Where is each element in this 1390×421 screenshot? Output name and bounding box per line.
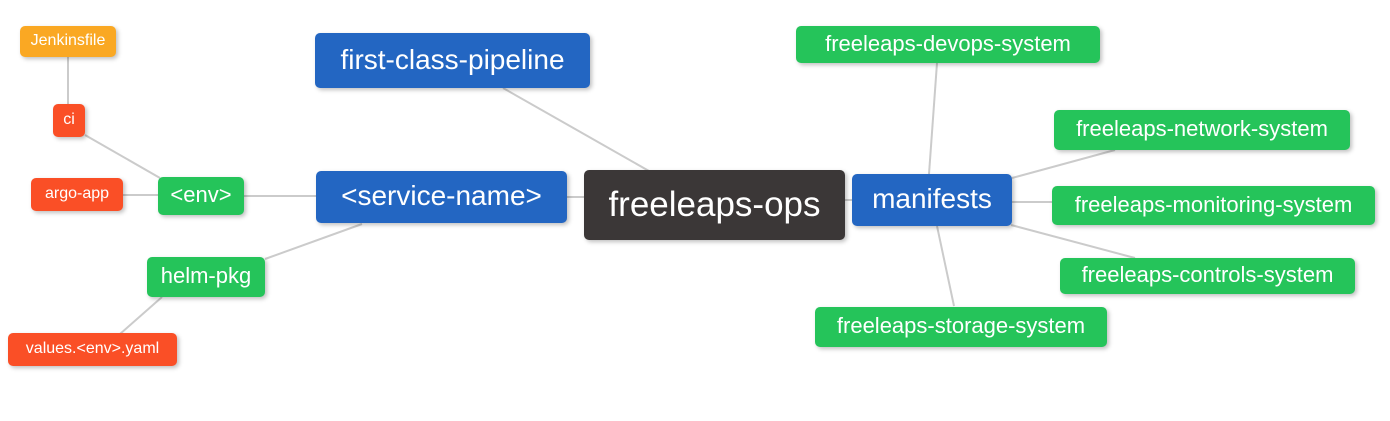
node-label: Jenkinsfile xyxy=(30,31,106,49)
node-label: freeleaps-devops-system xyxy=(825,30,1071,56)
node-helm-pkg[interactable]: helm-pkg xyxy=(147,257,265,297)
node-label: freeleaps-network-system xyxy=(1076,116,1328,141)
node-label: ci xyxy=(63,110,75,128)
node-manifests[interactable]: manifests xyxy=(852,174,1012,226)
node-freeleaps-storage-system[interactable]: freeleaps-storage-system xyxy=(815,307,1107,347)
node-argo-app[interactable]: argo-app xyxy=(31,178,123,211)
node-label: values.<env>.yaml xyxy=(25,339,160,357)
node-freeleaps-monitoring-system[interactable]: freeleaps-monitoring-system xyxy=(1052,186,1375,225)
node-label: freeleaps-storage-system xyxy=(836,313,1086,338)
node-freeleaps-controls-system[interactable]: freeleaps-controls-system xyxy=(1060,258,1355,294)
node-label: freeleaps-monitoring-system xyxy=(1074,191,1353,217)
node-label: freeleaps-ops xyxy=(608,184,821,224)
edge-helm-pkg-to-service-name xyxy=(264,223,363,260)
edge-manifests-to-freeleaps-controls-system xyxy=(1010,224,1136,259)
node-freeleaps-devops-system[interactable]: freeleaps-devops-system xyxy=(796,26,1100,63)
edge-manifests-to-freeleaps-network-system xyxy=(1011,149,1116,179)
node-freeleaps-ops[interactable]: freeleaps-ops xyxy=(584,170,845,240)
node-ci[interactable]: ci xyxy=(53,104,85,137)
node-label: first-class-pipeline xyxy=(340,43,565,75)
node-first-class-pipeline[interactable]: first-class-pipeline xyxy=(315,33,590,88)
node-service-name[interactable]: <service-name> xyxy=(316,171,567,223)
node-label: freeleaps-controls-system xyxy=(1081,262,1334,287)
edge-manifests-to-freeleaps-storage-system xyxy=(936,225,955,307)
node-env[interactable]: <env> xyxy=(158,177,244,215)
node-label: manifests xyxy=(872,183,992,214)
node-label: helm-pkg xyxy=(160,263,252,288)
node-jenkinsfile[interactable]: Jenkinsfile xyxy=(20,26,116,57)
node-label: <service-name> xyxy=(341,180,542,211)
edge-ci-to-env xyxy=(84,134,161,179)
node-label: <env> xyxy=(170,182,232,207)
edge-helm-pkg-to-values-env-yaml xyxy=(119,296,163,335)
node-label: argo-app xyxy=(44,184,110,202)
edge-first-class-pipeline-to-freeleaps-ops xyxy=(502,87,650,172)
node-values-env-yaml[interactable]: values.<env>.yaml xyxy=(8,333,177,366)
node-freeleaps-network-system[interactable]: freeleaps-network-system xyxy=(1054,110,1350,150)
edge-freeleaps-devops-system-to-manifests xyxy=(928,62,938,175)
